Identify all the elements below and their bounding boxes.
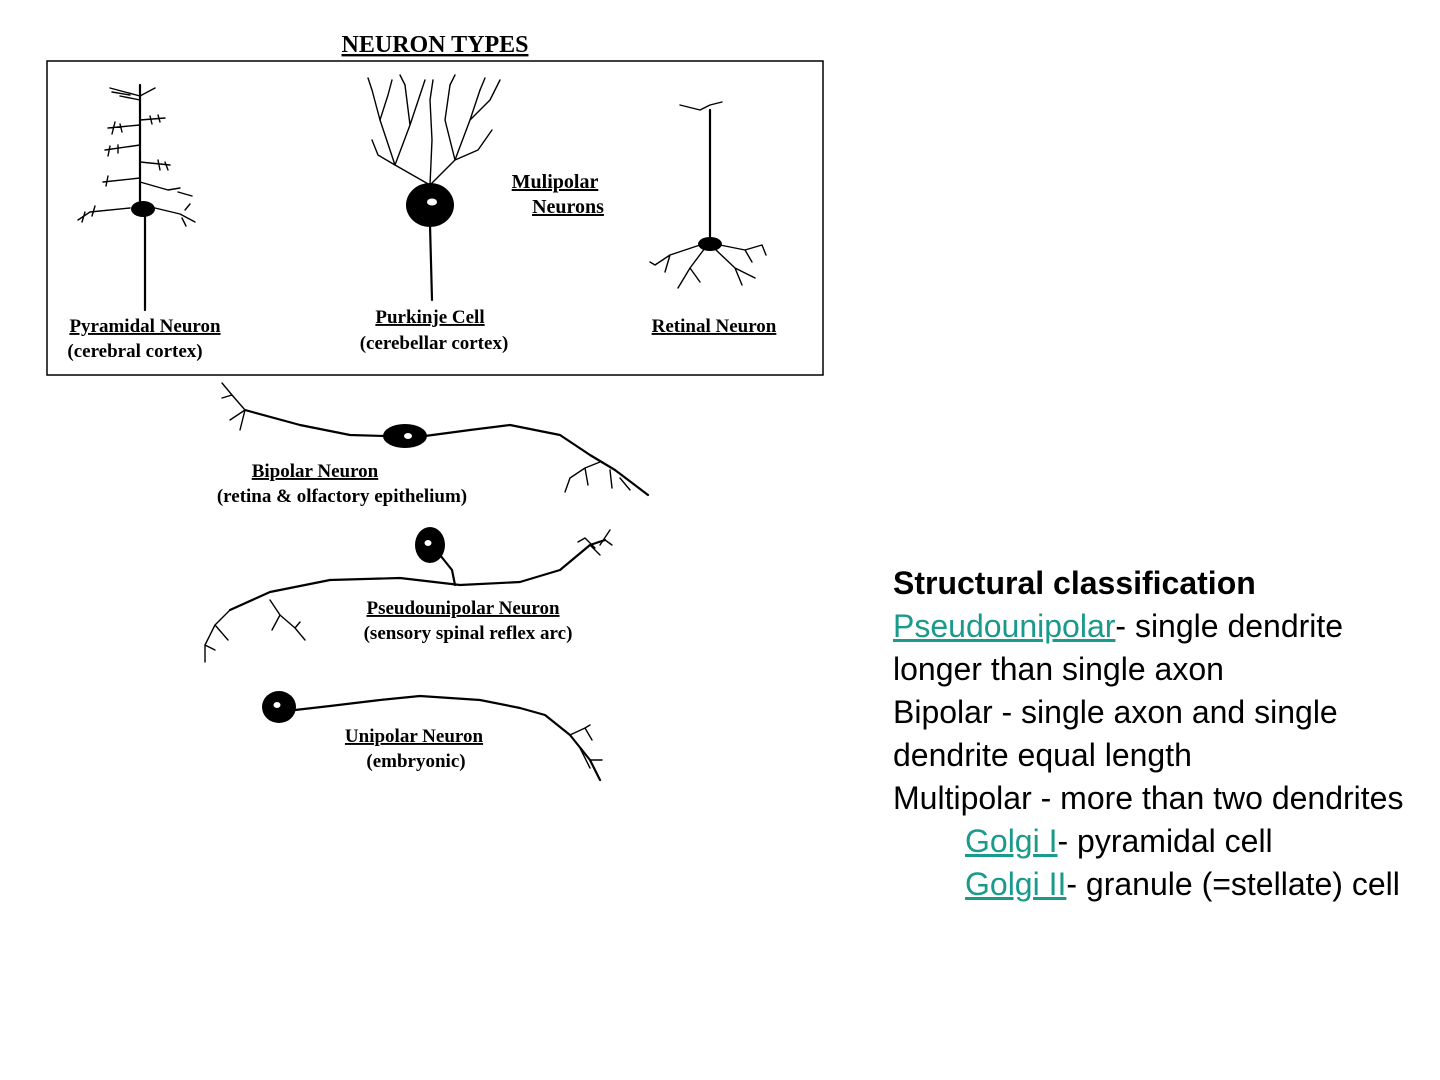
golgi1-description: - pyramidal cell bbox=[1057, 823, 1273, 859]
bipolar-neuron-drawing bbox=[221, 382, 650, 497]
golgi2-link[interactable]: Golgi II bbox=[965, 866, 1067, 902]
pyramidal-neuron-location: (cerebral cortex) bbox=[67, 341, 202, 362]
pseudounipolar-neuron-location: (sensory spinal reflex arc) bbox=[364, 623, 573, 644]
purkinje-cell-label: Purkinje Cell bbox=[375, 307, 484, 328]
pseudounipolar-neuron-drawing bbox=[204, 527, 613, 663]
purkinje-cell-drawing bbox=[367, 74, 501, 302]
multipolar-description: Multipolar - more than two dendrites bbox=[893, 780, 1404, 816]
golgi2-description: - granule (=stellate) cell bbox=[1066, 866, 1400, 902]
classification-heading: Structural classification bbox=[893, 565, 1256, 601]
bipolar-neuron-label: Bipolar Neuron bbox=[252, 461, 379, 482]
bipolar-neuron-location: (retina & olfactory epithelium) bbox=[217, 486, 467, 507]
pseudounipolar-neuron-label: Pseudounipolar Neuron bbox=[366, 598, 559, 619]
multipolar-frame bbox=[46, 60, 824, 376]
unipolar-neuron-location: (embryonic) bbox=[366, 751, 465, 772]
pyramidal-neuron-label: Pyramidal Neuron bbox=[69, 316, 221, 337]
golgi1-link[interactable]: Golgi I bbox=[965, 823, 1058, 859]
bipolar-description: Bipolar - single axon and single dendrit… bbox=[893, 694, 1338, 773]
multipolar-label-line1: Mulipolar bbox=[512, 171, 599, 193]
diagram-title: NEURON TYPES bbox=[342, 32, 529, 58]
unipolar-neuron-label: Unipolar Neuron bbox=[345, 726, 484, 747]
multipolar-label-line2: Neurons bbox=[532, 196, 604, 218]
classification-text-panel: Structural classification Pseudounipolar… bbox=[893, 562, 1423, 906]
neuron-types-diagram: NEURON TYPES Pyramidal Neuron (cerebral … bbox=[46, 32, 824, 782]
pseudounipolar-link[interactable]: Pseudounipolar bbox=[893, 608, 1116, 644]
pyramidal-neuron-drawing bbox=[77, 83, 196, 312]
unipolar-neuron-drawing bbox=[262, 691, 603, 782]
purkinje-cell-location: (cerebellar cortex) bbox=[360, 333, 509, 354]
retinal-neuron-drawing bbox=[649, 101, 767, 289]
pseudounipolar-description: - single dendrite longer than single axo… bbox=[893, 608, 1344, 687]
retinal-neuron-label: Retinal Neuron bbox=[652, 316, 777, 337]
golgi2-line: Golgi II- granule (=stellate) cell bbox=[893, 863, 1423, 906]
pseudounipolar-line: Pseudounipolar- single dendrite longer t… bbox=[893, 605, 1423, 691]
golgi1-line: Golgi I- pyramidal cell bbox=[893, 820, 1423, 863]
